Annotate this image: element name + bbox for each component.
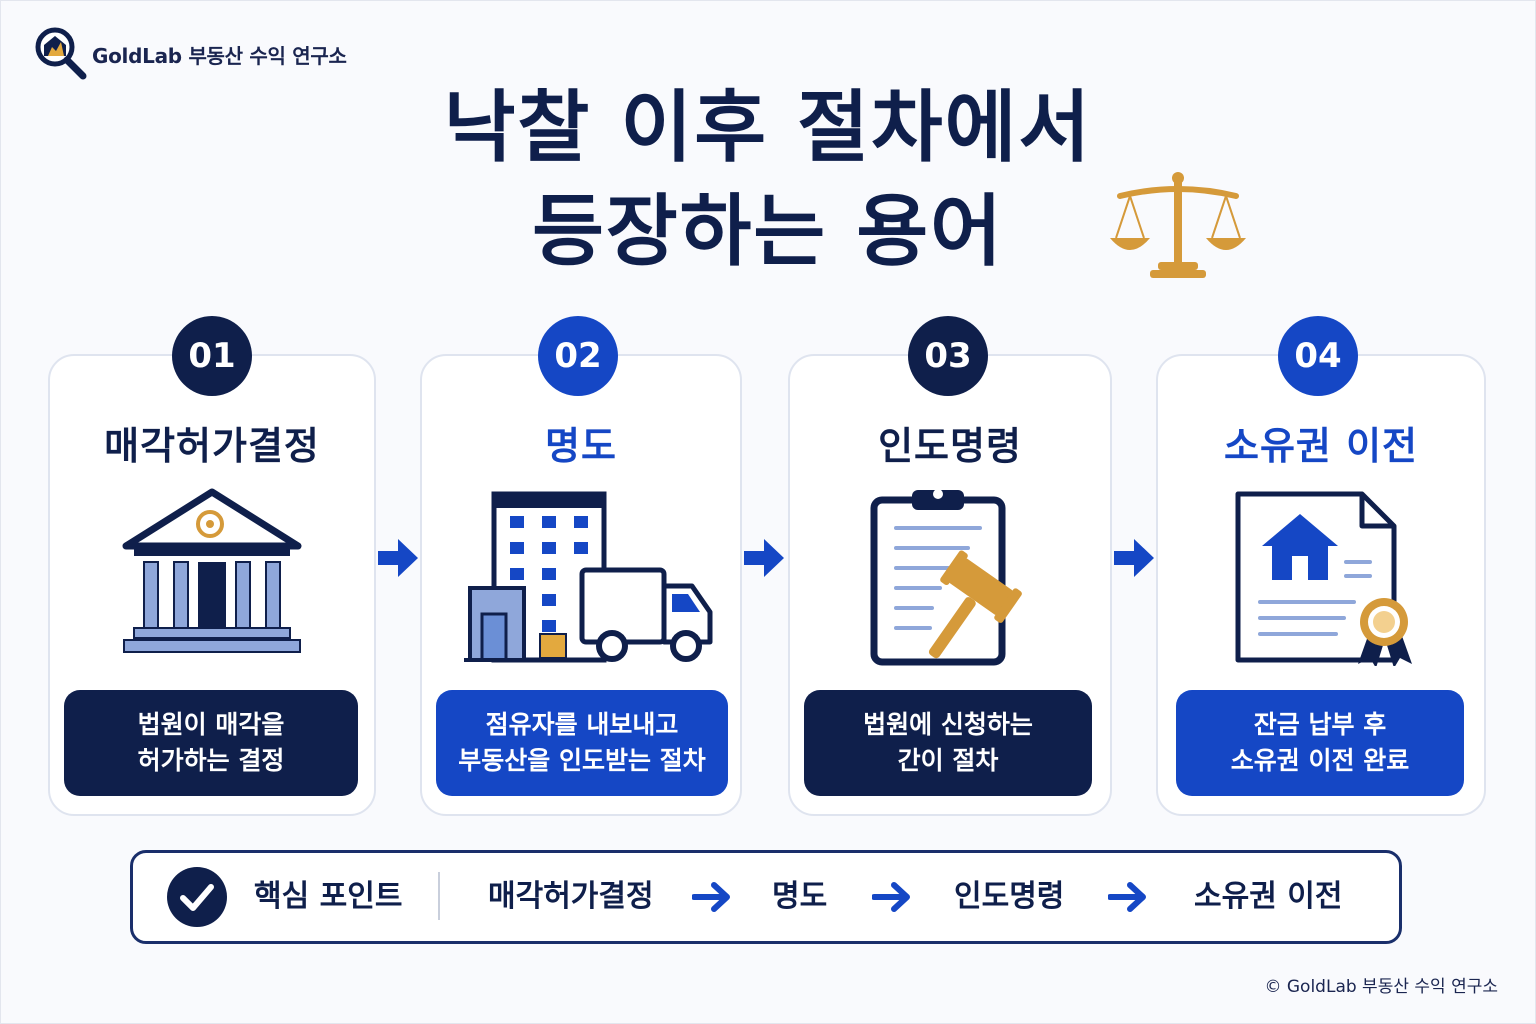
- page-title-line2: 등장하는 용어: [532, 187, 1004, 277]
- step-desc-4-line1: 잔금 납부 후: [1253, 710, 1387, 739]
- building-truck-icon: [464, 491, 713, 663]
- step-number-badge-2: 02: [538, 316, 618, 396]
- clipboard-gavel-icon: [870, 489, 1022, 666]
- flow-step-2: 명도: [772, 879, 828, 914]
- flow-arrow-icon-1: [692, 882, 730, 912]
- flow-step-3: 인도명령: [954, 879, 1065, 914]
- flow-arrow-icon-2: [872, 882, 910, 912]
- step-number-badge-3: 03: [908, 316, 988, 396]
- step-number-badge-1: 01: [172, 316, 252, 396]
- step-desc-3-line1: 법원에 신청하는: [863, 710, 1033, 739]
- step-desc-2-line2: 부동산을 인도받는 절차: [458, 746, 706, 775]
- flow-step-4: 소유권 이전: [1194, 879, 1343, 914]
- brand-name: GoldLab 부동산 수익 연구소: [92, 43, 347, 68]
- courthouse-icon: [122, 488, 302, 653]
- key-point-divider: [438, 872, 440, 920]
- page-title-line1: 낙찰 이후 절차에서: [443, 83, 1093, 173]
- step-desc-2-line1: 점유자를 내보내고: [485, 710, 679, 739]
- step-desc-4: 잔금 납부 후 소유권 이전 완료: [1176, 690, 1464, 796]
- step-arrow-icon-1: [378, 539, 418, 577]
- step-desc-2: 점유자를 내보내고 부동산을 인도받는 절차: [436, 690, 728, 796]
- step-arrow-icon-2: [744, 539, 784, 577]
- step-desc-1-line1: 법원이 매각을: [137, 710, 285, 739]
- step-desc-3-line2: 간이 절차: [897, 746, 999, 775]
- step-title-1: 매각허가결정: [104, 424, 320, 468]
- step-desc-4-line2: 소유권 이전 완료: [1230, 746, 1410, 775]
- check-circle-icon: [167, 867, 227, 927]
- step-title-3: 인도명령: [878, 424, 1022, 468]
- magnifier-house-logo-icon: [35, 27, 87, 80]
- step-arrow-icon-3: [1114, 539, 1154, 577]
- step-desc-3: 법원에 신청하는 간이 절차: [804, 690, 1092, 796]
- key-point-label: 핵심 포인트: [254, 879, 403, 914]
- footer-copyright: © GoldLab 부동산 수익 연구소: [1264, 977, 1498, 997]
- step-desc-1-line2: 허가하는 결정: [137, 746, 285, 775]
- scales-icon: [1110, 172, 1246, 278]
- brand: GoldLab 부동산 수익 연구소: [28, 26, 347, 82]
- step-title-4: 소유권 이전: [1223, 424, 1419, 468]
- step-title-2: 명도: [545, 424, 617, 468]
- flow-step-1: 매각허가결정: [488, 879, 654, 914]
- deed-certificate-icon: [1235, 491, 1412, 666]
- step-number-badge-4: 04: [1278, 316, 1358, 396]
- key-point-bar: [130, 850, 1402, 944]
- step-desc-1: 법원이 매각을 허가하는 결정: [64, 690, 358, 796]
- flow-arrow-icon-3: [1108, 882, 1146, 912]
